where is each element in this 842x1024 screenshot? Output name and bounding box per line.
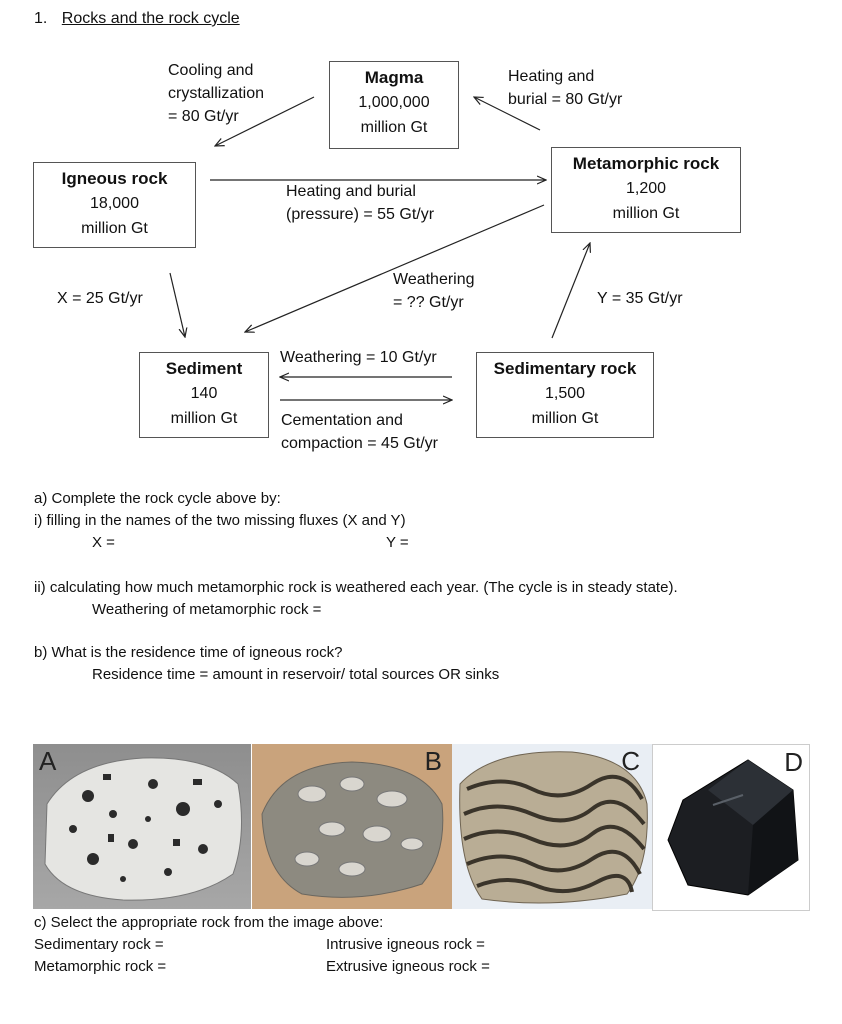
igneous-rock-name: Igneous rock <box>61 169 168 188</box>
sedimentary-rock-name: Sedimentary rock <box>493 359 637 378</box>
question-b: b) What is the residence time of igneous… <box>34 644 343 661</box>
rock-letter-d: D <box>784 747 803 777</box>
rock-image-d: D <box>652 744 810 911</box>
metamorphic-rock-amount: 1,200 <box>625 180 667 197</box>
magma-box: Magma 1,000,000 million Gt <box>329 61 459 149</box>
answer-intrusive-igneous[interactable]: Intrusive igneous rock = <box>326 936 485 953</box>
question-c: c) Select the appropriate rock from the … <box>34 914 384 931</box>
flux-cementation-label: Cementation and compaction = 45 Gt/yr <box>281 409 438 455</box>
question-heading: 1. Rocks and the rock cycle <box>34 10 240 28</box>
answer-sedimentary-rock[interactable]: Sedimentary rock = <box>34 936 164 953</box>
flux-weathering-metamorphic-label: Weathering = ?? Gt/yr <box>393 268 475 314</box>
sedimentary-rock-amount: 1,500 <box>544 385 586 402</box>
flux-heating-burial-line2: burial = 80 Gt/yr <box>508 91 623 108</box>
arrow-sedimentary-to-metamorphic <box>551 243 590 339</box>
igneous-rock-amount: 18,000 <box>90 195 139 212</box>
flux-heating-pressure-label: Heating and burial (pressure) = 55 Gt/yr <box>286 180 434 226</box>
flux-heating-burial-line1: Heating and <box>508 68 595 85</box>
rock-letter-c: C <box>621 746 640 776</box>
arrow-magma-to-igneous <box>215 96 315 146</box>
flux-cooling-line3: = 80 Gt/yr <box>168 108 239 125</box>
obsidian-image <box>667 759 799 896</box>
granite-image <box>44 757 243 901</box>
metamorphic-rock-name: Metamorphic rock <box>572 154 720 173</box>
answer-x-blank[interactable]: X = <box>92 534 115 551</box>
answer-y-blank[interactable]: Y = <box>386 534 409 551</box>
answer-metamorphic-rock[interactable]: Metamorphic rock = <box>34 958 167 975</box>
flux-heating-pressure-line2: (pressure) = 55 Gt/yr <box>286 206 435 223</box>
flux-cooling-label: Cooling and crystallization = 80 Gt/yr <box>168 59 264 128</box>
flux-y-label: Y = 35 Gt/yr <box>597 290 683 307</box>
gneiss-image <box>459 751 648 904</box>
magma-name: Magma <box>364 68 424 87</box>
flux-cementation-line2: compaction = 45 Gt/yr <box>281 435 438 452</box>
magma-amount: 1,000,000 <box>358 94 430 111</box>
arrow-igneous-to-sediment <box>169 272 185 337</box>
igneous-rock-box: Igneous rock 18,000 million Gt <box>33 162 196 248</box>
sediment-unit: million Gt <box>170 410 238 427</box>
flux-heating-burial-label: Heating and burial = 80 Gt/yr <box>508 65 622 111</box>
question-a-i: i) filling in the names of the two missi… <box>34 512 406 529</box>
mica-schist-image <box>261 761 444 898</box>
magma-unit: million Gt <box>360 119 428 136</box>
question-a-intro: a) Complete the rock cycle above by: <box>34 490 281 507</box>
sedimentary-rock-unit: million Gt <box>531 410 599 427</box>
igneous-rock-unit: million Gt <box>81 220 148 237</box>
sediment-box: Sediment 140 million Gt <box>139 352 269 438</box>
question-a-ii: ii) calculating how much metamorphic roc… <box>34 579 678 596</box>
answer-weathering-metamorphic[interactable]: Weathering of metamorphic rock = <box>92 601 322 618</box>
rock-image-c: C <box>452 744 652 909</box>
flux-cooling-line1: Cooling and <box>168 62 254 79</box>
sediment-name: Sediment <box>165 359 243 378</box>
sediment-amount: 140 <box>190 385 218 402</box>
flux-cementation-line1: Cementation and <box>281 412 403 429</box>
arrow-metamorphic-to-magma <box>474 97 541 131</box>
flux-cooling-line2: crystallization <box>168 85 265 102</box>
arrow-metamorphic-to-sediment <box>245 204 545 332</box>
flux-weathering-metamorphic-line1: Weathering <box>393 271 475 288</box>
sedimentary-rock-box: Sedimentary rock 1,500 million Gt <box>476 352 654 438</box>
flux-weathering-metamorphic-line2: = ?? Gt/yr <box>393 294 464 311</box>
flux-x-label: X = 25 Gt/yr <box>57 290 143 307</box>
flux-weathering-sedimentary-label: Weathering = 10 Gt/yr <box>280 349 437 366</box>
rock-cycle-arrows <box>169 0 842 480</box>
rock-image-b: B <box>252 744 452 909</box>
question-title: Rocks and the rock cycle <box>61 10 240 27</box>
rock-letter-a: A <box>39 746 57 776</box>
answer-extrusive-igneous[interactable]: Extrusive igneous rock = <box>326 958 490 975</box>
question-number: 1. <box>34 10 48 27</box>
flux-heating-pressure-line1: Heating and burial <box>286 183 416 200</box>
rock-image-a: A <box>33 744 251 909</box>
metamorphic-rock-unit: million Gt <box>612 205 680 222</box>
question-b-hint: Residence time = amount in reservoir/ to… <box>92 666 500 683</box>
metamorphic-rock-box: Metamorphic rock 1,200 million Gt <box>551 147 741 233</box>
rock-letter-b: B <box>424 746 442 776</box>
